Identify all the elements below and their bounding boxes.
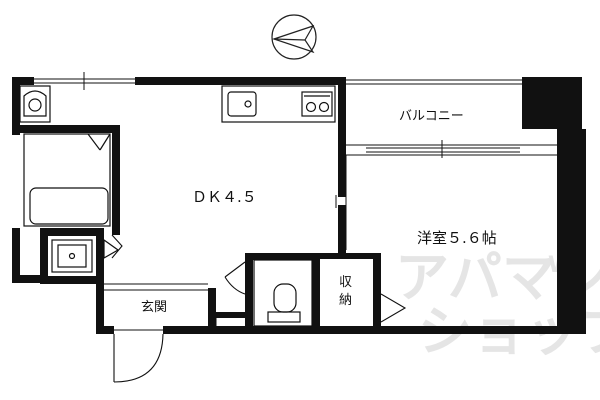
room-label-western: 洋室５.６帖 (417, 229, 497, 247)
doors (111, 234, 407, 383)
kitchen-counter-icon (221, 85, 336, 123)
thin-lines (34, 72, 578, 331)
storage-label-char-2: 納 (339, 293, 352, 308)
bathtub-icon (23, 133, 111, 227)
storage-door-icon (380, 293, 407, 323)
walls (12, 77, 586, 334)
toilet-door-icon (224, 261, 246, 295)
stove-icon (301, 91, 333, 117)
entrance-door-icon (113, 333, 164, 383)
toilet-icon (253, 259, 313, 327)
storage-label-char-1: 収 (339, 275, 352, 290)
room-label-entrance: 玄関 (141, 300, 167, 315)
washing-machine-pan-icon (51, 238, 120, 273)
compass-north-arrow-icon (271, 14, 317, 60)
room-label-dk: ＤＫ４.５ (192, 188, 257, 206)
room-label-balcony: バルコニー (399, 109, 464, 124)
bathroom-door-icon (111, 234, 123, 259)
room-label-storage: 収 納 (339, 275, 352, 308)
washbasin-icon (19, 85, 51, 123)
